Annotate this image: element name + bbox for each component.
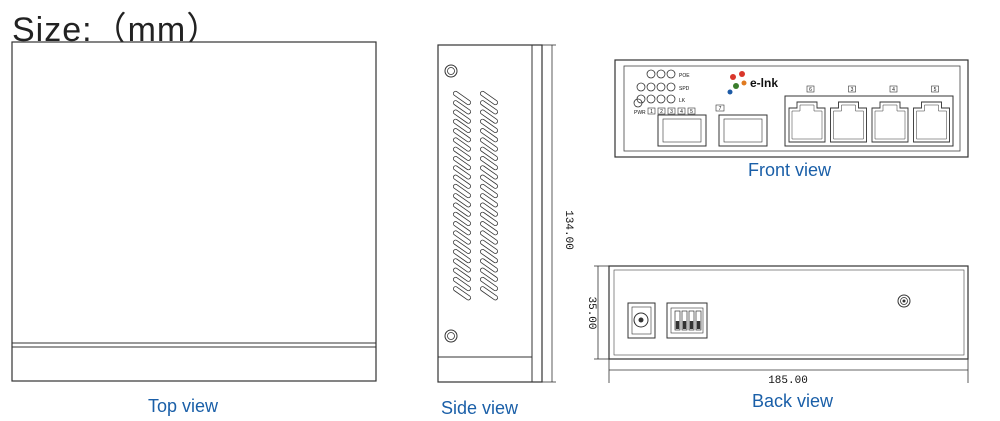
svg-text:7: 7 [719,106,722,112]
sfp-port-label: 7 [715,104,725,112]
svg-text:2: 2 [660,109,663,115]
svg-text:6: 6 [809,87,812,93]
vent-slots [453,90,498,301]
svg-text:5: 5 [690,109,693,115]
side-view-caption: Side view [441,398,519,418]
back-view: 35.00 185.00 [585,265,969,387]
top-view-caption: Top view [148,396,219,416]
led-label-lk: LK [679,98,686,104]
depth-dimension: 35.00 [585,265,609,360]
back-view-caption: Back view [752,391,834,411]
front-view: POE SPD LK PWR 1 2 3 4 5 e-lnk 7 6 3 4 5 [614,59,969,158]
logo-icon [727,71,747,95]
dip-switch-icon [666,302,708,339]
svg-text:1: 1 [650,109,653,115]
svg-text:4: 4 [892,87,895,93]
svg-text:4: 4 [680,109,683,115]
height-dimension: 134.00 [541,44,574,383]
width-dimension-label: 185.00 [768,375,808,387]
brand-name: e-lnk [750,76,778,90]
led-label-poe: POE [679,73,690,79]
svg-text:3: 3 [670,109,673,115]
front-view-caption: Front view [748,160,832,180]
depth-dimension-label: 35.00 [585,296,597,329]
height-dimension-label: 134.00 [562,210,574,250]
led-indicators [633,69,676,108]
port-number-boxes: 1 2 3 4 5 [647,107,696,115]
pwr-label: PWR [634,110,646,116]
width-dimension: 185.00 [608,359,969,387]
side-view: 134.00 [437,44,574,383]
rj45-ports: 6 3 4 5 [788,85,950,143]
top-view [11,41,377,382]
svg-text:5: 5 [934,87,937,93]
led-label-spd: SPD [679,86,690,92]
power-jack-icon [627,302,656,339]
ground-screw-icon [897,294,911,308]
screw-icon [444,64,458,78]
svg-text:3: 3 [851,87,854,93]
screw-icon [444,329,458,343]
